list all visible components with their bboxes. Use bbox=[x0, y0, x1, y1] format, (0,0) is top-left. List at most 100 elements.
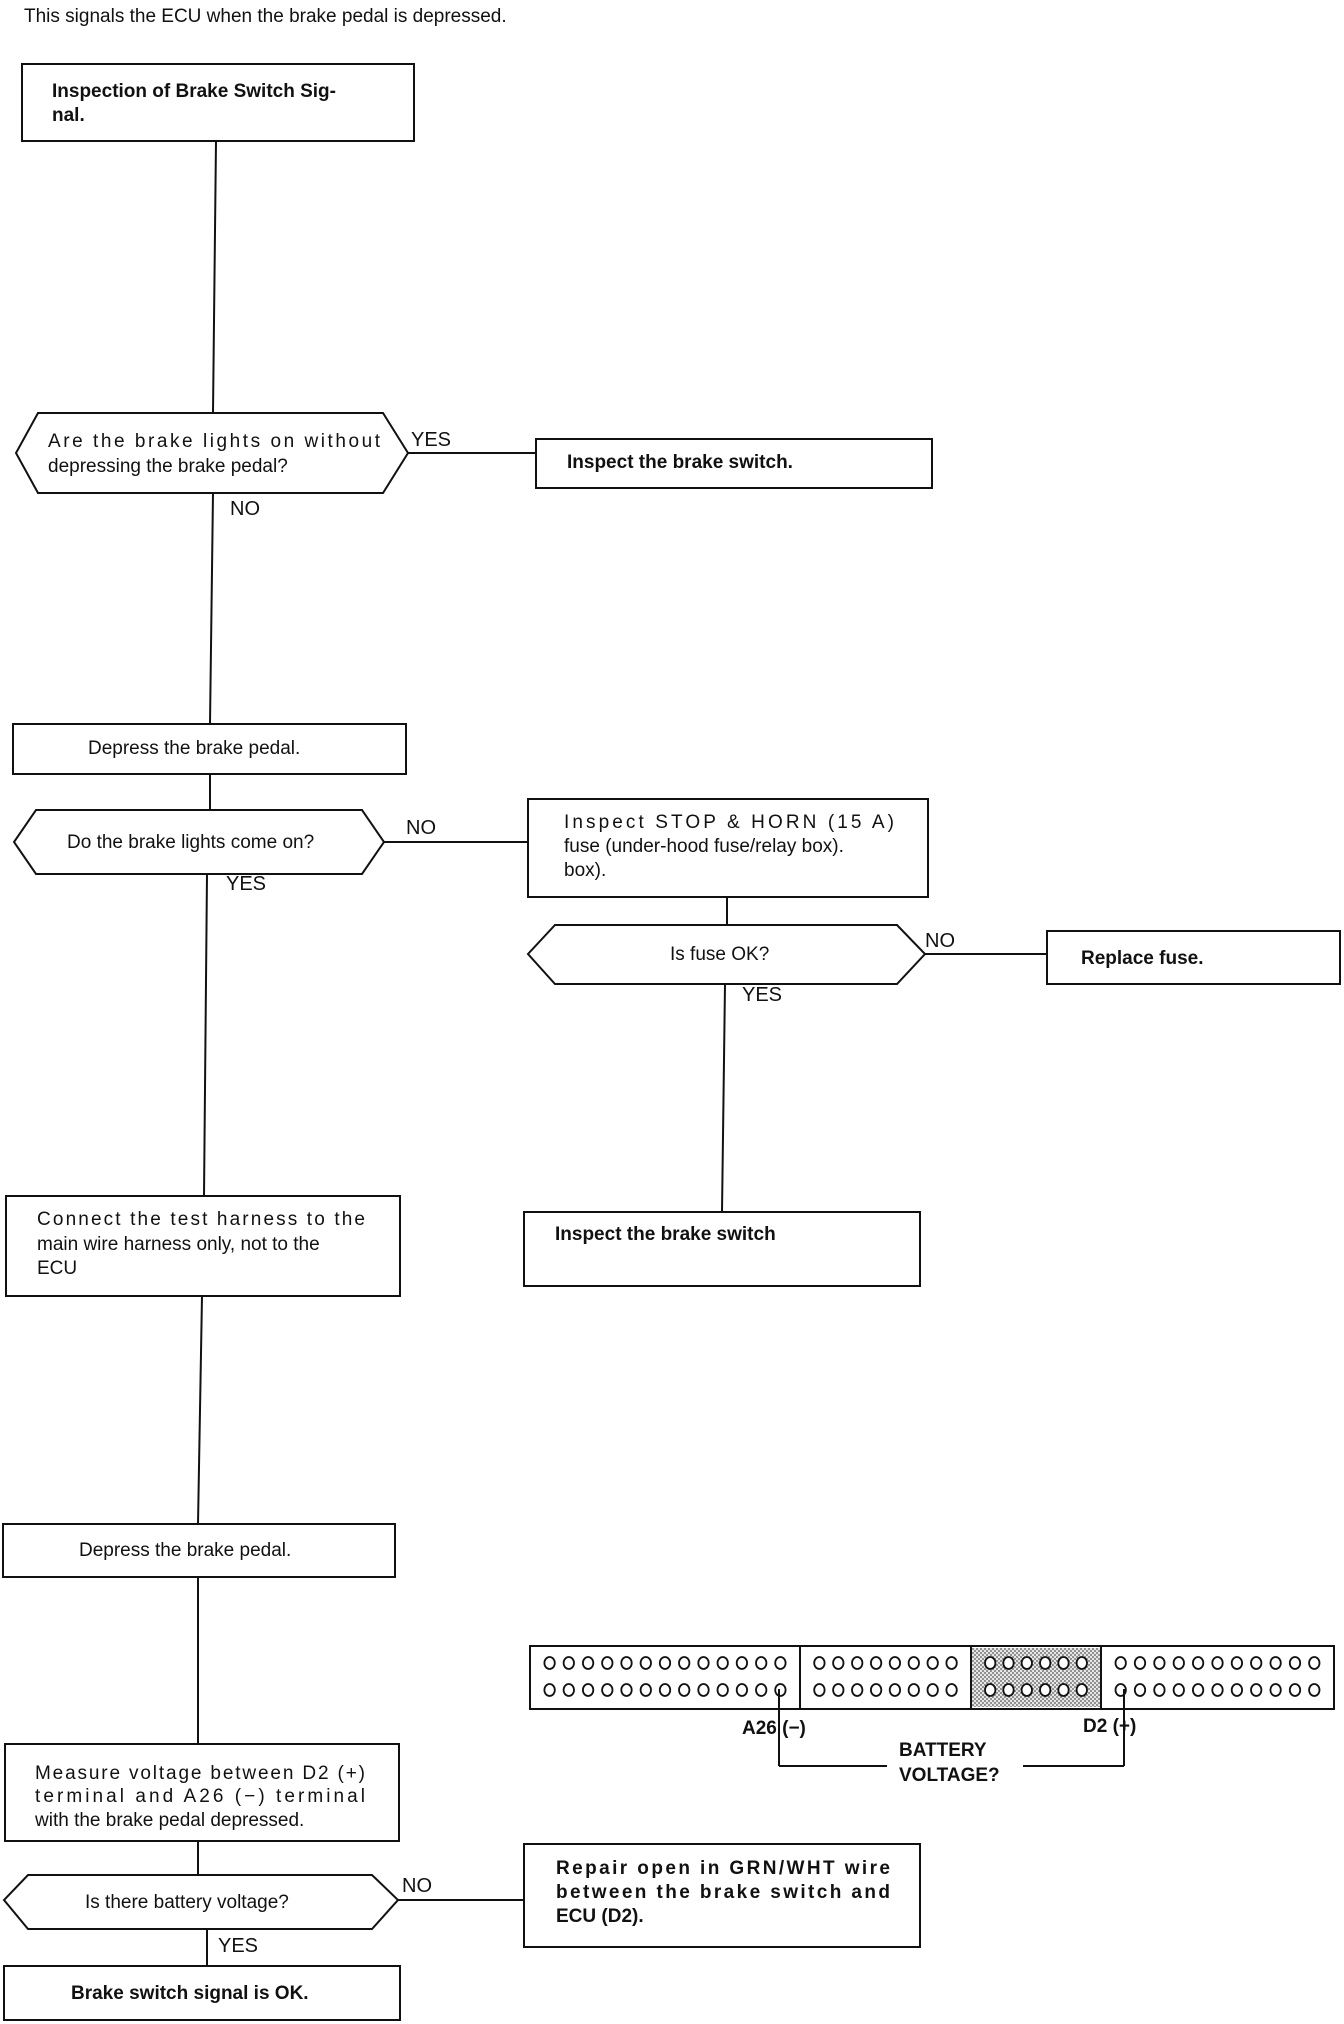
ecu-connector bbox=[529, 1645, 1335, 1710]
connector-pin bbox=[869, 1656, 883, 1670]
measurement-leads bbox=[778, 1689, 1125, 1767]
connector-pin bbox=[1230, 1683, 1244, 1697]
connector-pin bbox=[926, 1683, 939, 1697]
connector-pin bbox=[907, 1683, 920, 1697]
flow-wires bbox=[197, 140, 1047, 1966]
replace-fuse-text: Replace fuse. bbox=[1081, 948, 1204, 969]
connector-pin bbox=[601, 1683, 614, 1697]
measure-voltage-box: Measure voltage between D2 (+) terminal … bbox=[4, 1743, 400, 1842]
connect-harness-line-2: main wire harness only, not to the bbox=[37, 1234, 320, 1255]
connector-pin bbox=[1057, 1683, 1070, 1697]
decision-lights-on: Are the brake lights on without depressi… bbox=[14, 412, 410, 494]
no-label-3: NO bbox=[925, 930, 955, 952]
connector-pin bbox=[658, 1656, 672, 1670]
connector-pin bbox=[755, 1683, 768, 1697]
connector-pin bbox=[984, 1656, 997, 1670]
connector-pin bbox=[1075, 1683, 1088, 1697]
connector-pin bbox=[832, 1683, 845, 1697]
connector-pin bbox=[774, 1656, 787, 1670]
connector-pin bbox=[1211, 1656, 1224, 1670]
repair-box: Repair open in GRN/WHT wire between the … bbox=[523, 1843, 921, 1948]
yes-label-3: YES bbox=[742, 984, 782, 1006]
connector-pin bbox=[716, 1683, 729, 1697]
connector-pin bbox=[1020, 1683, 1033, 1697]
replace-fuse-box: Replace fuse. bbox=[1046, 930, 1341, 985]
depress-2-text: Depress the brake pedal. bbox=[79, 1540, 291, 1561]
connector-pin bbox=[658, 1683, 672, 1697]
inspect-switch-box-2: Inspect the brake switch bbox=[523, 1211, 921, 1287]
connector-pin bbox=[926, 1656, 939, 1670]
connect-harness-box: Connect the test harness to the main wir… bbox=[5, 1195, 401, 1297]
connector-pin bbox=[755, 1656, 768, 1670]
connector-pin bbox=[851, 1683, 864, 1697]
yes-label-2: YES bbox=[226, 873, 266, 895]
connector-pin bbox=[1192, 1683, 1205, 1697]
terminal-d2-label: D2 (+) bbox=[1083, 1716, 1136, 1737]
start-line-1: Inspection of Brake Switch Sig- bbox=[52, 81, 336, 102]
connector-pin bbox=[1172, 1656, 1185, 1670]
connector-pin bbox=[851, 1656, 864, 1670]
connector-pin bbox=[1269, 1656, 1282, 1670]
depress-pedal-box-2: Depress the brake pedal. bbox=[2, 1523, 396, 1578]
connector-pin bbox=[639, 1683, 652, 1697]
yes-label-1: YES bbox=[411, 429, 451, 451]
connector-pin bbox=[1250, 1683, 1263, 1697]
connector-pin bbox=[543, 1656, 556, 1670]
ok-text: Brake switch signal is OK. bbox=[71, 1983, 309, 2004]
connector-pin bbox=[945, 1683, 958, 1697]
battery-voltage-line-2: VOLTAGE? bbox=[899, 1765, 1000, 1786]
connector-pin bbox=[697, 1683, 710, 1697]
connector-pin bbox=[601, 1656, 614, 1670]
yes-label-4: YES bbox=[218, 1935, 258, 1957]
connector-pin bbox=[1039, 1683, 1052, 1697]
connector-pin bbox=[1308, 1656, 1321, 1670]
connector-pin bbox=[1230, 1656, 1244, 1670]
connector-pin bbox=[581, 1656, 595, 1670]
connector-pin bbox=[716, 1656, 729, 1670]
connector-pin bbox=[1114, 1656, 1127, 1670]
connector-pin bbox=[678, 1683, 691, 1697]
decision-fuse-ok: Is fuse OK? bbox=[526, 924, 927, 985]
inspect-fuse-line-3: box). bbox=[564, 860, 606, 881]
connector-pin bbox=[1250, 1656, 1263, 1670]
connector-pin bbox=[1192, 1656, 1205, 1670]
connector-pin bbox=[888, 1683, 902, 1697]
decision-battery-voltage: Is there battery voltage? bbox=[2, 1874, 400, 1930]
connector-pin bbox=[813, 1656, 826, 1670]
connector-pin bbox=[1308, 1683, 1321, 1697]
connector-pin bbox=[832, 1656, 845, 1670]
connector-pin bbox=[1057, 1656, 1070, 1670]
connector-pin bbox=[697, 1656, 710, 1670]
depress-pedal-box-1: Depress the brake pedal. bbox=[12, 723, 407, 775]
depress-1-text: Depress the brake pedal. bbox=[88, 738, 300, 759]
connector-pin bbox=[1172, 1683, 1185, 1697]
connector-pin bbox=[678, 1656, 691, 1670]
battery-voltage-line-1: BATTERY bbox=[899, 1740, 987, 1761]
start-line-2: nal. bbox=[52, 105, 85, 126]
repair-line-1: Repair open in GRN/WHT wire bbox=[556, 1858, 890, 1879]
connector-pin bbox=[735, 1656, 749, 1670]
decision-fuse-ok-text: Is fuse OK? bbox=[670, 944, 769, 965]
inspect-switch-1-text: Inspect the brake switch. bbox=[567, 452, 793, 473]
repair-line-3: ECU (D2). bbox=[556, 1906, 644, 1927]
inspect-switch-2-text: Inspect the brake switch bbox=[555, 1224, 776, 1245]
connector-pin bbox=[907, 1656, 920, 1670]
connector-pin bbox=[869, 1683, 883, 1697]
measure-line-3: with the brake pedal depressed. bbox=[34, 1810, 304, 1831]
connector-pin bbox=[1075, 1656, 1088, 1670]
connector-pin bbox=[813, 1683, 826, 1697]
connector-pin bbox=[620, 1656, 633, 1670]
connector-pin bbox=[1269, 1683, 1282, 1697]
ok-box: Brake switch signal is OK. bbox=[3, 1965, 401, 2021]
connector-pin bbox=[1020, 1656, 1033, 1670]
connector-pin bbox=[774, 1683, 787, 1697]
connector-pin bbox=[581, 1683, 595, 1697]
repair-line-2: between the brake switch and bbox=[556, 1882, 890, 1903]
inspect-fuse-box: Inspect STOP & HORN (15 A) fuse (under-h… bbox=[527, 798, 929, 898]
connector-pin bbox=[984, 1683, 997, 1697]
measure-line-2: terminal and A26 (−) terminal bbox=[35, 1786, 365, 1807]
connector-pin bbox=[1288, 1683, 1302, 1697]
decision-lights-on-line-2: depressing the brake pedal? bbox=[48, 456, 288, 477]
connector-pin bbox=[1039, 1656, 1052, 1670]
